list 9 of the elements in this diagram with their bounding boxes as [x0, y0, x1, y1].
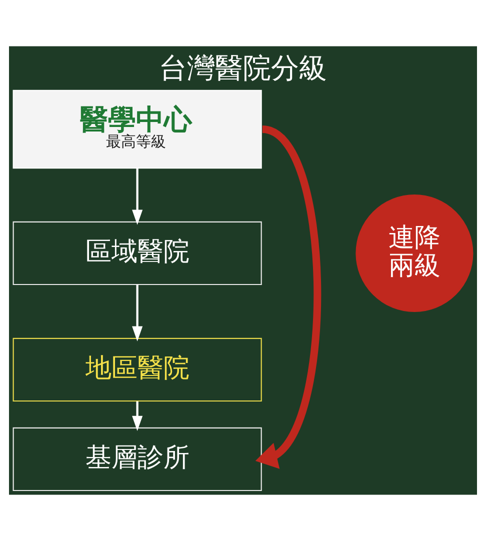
diagram-title: 台灣醫院分級 — [158, 51, 326, 84]
node-box: 地區醫院 — [12, 338, 262, 402]
node-box: 區域醫院 — [12, 221, 262, 286]
node-box: 基層診所 — [12, 427, 262, 492]
arrow — [132, 284, 142, 342]
node-box: 醫學中心 最高等級 — [12, 90, 262, 169]
arrow — [132, 401, 142, 431]
arrow — [132, 168, 142, 225]
node-circle: 連降兩級 — [355, 194, 473, 312]
